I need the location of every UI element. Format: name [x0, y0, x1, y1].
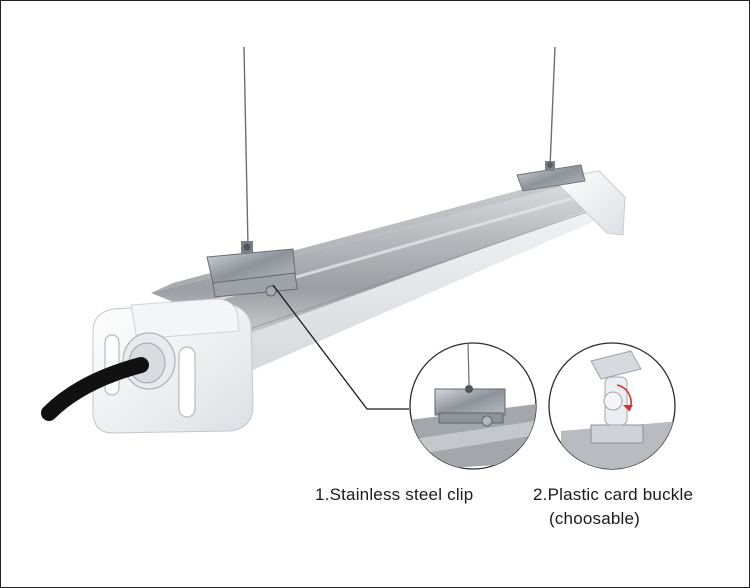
callout-leader-line [272, 284, 409, 410]
clip-caption: 1.Stainless steel clip [315, 485, 474, 504]
buckle-detail-circle [548, 342, 676, 470]
left-mounting-bracket [206, 241, 298, 298]
buckle-caption-line1: 2.Plastic card buckle [533, 485, 694, 504]
clip-detail-circle [409, 342, 537, 470]
far-end-cap [551, 170, 626, 236]
power-cable [41, 357, 149, 421]
buckle-caption-line2: (choosable) [549, 509, 641, 528]
left-suspension-wire [243, 46, 249, 248]
right-mounting-bracket [516, 161, 586, 192]
right-suspension-wire [549, 46, 556, 168]
